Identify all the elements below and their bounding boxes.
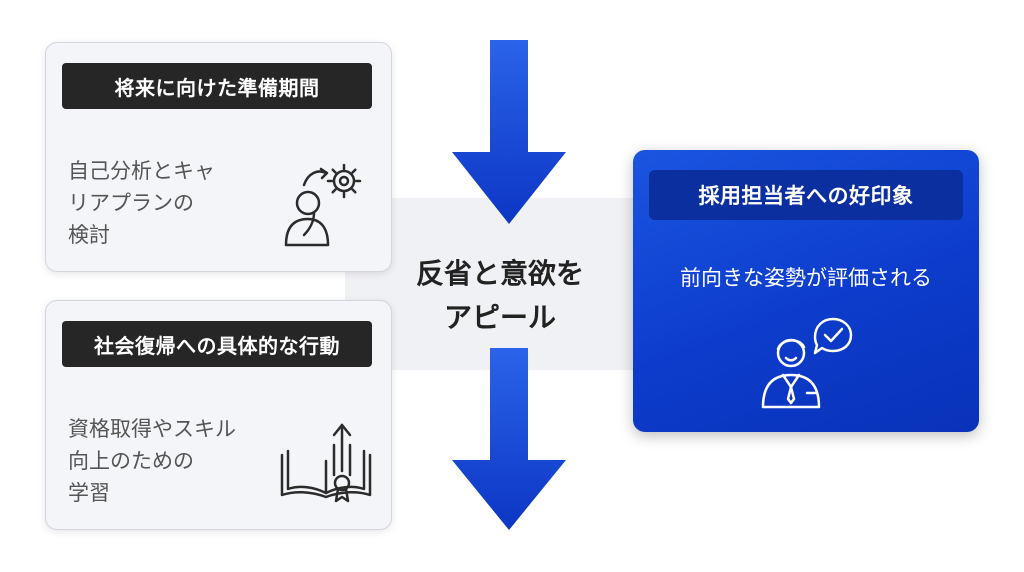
- card-title: 将来に向けた準備期間: [62, 63, 372, 109]
- down-arrow-bottom: [452, 348, 566, 530]
- result-description: 前向きな姿勢が評価される: [680, 266, 932, 290]
- card-description: 自己分析とキャ リアプランの 検討: [68, 155, 258, 251]
- preparation-card: 将来に向けた準備期間 自己分析とキャ リアプランの 検討: [45, 42, 392, 272]
- person-thinking-gear-icon: [284, 163, 362, 247]
- center-line: アピール: [443, 301, 556, 334]
- card-description: 資格取得やスキル 向上のための 学習: [68, 413, 258, 509]
- card-desc-line: 学習: [68, 481, 110, 505]
- result-card: 採用担当者への好印象 前向きな姿勢が評価される: [633, 150, 979, 432]
- card-desc-line: 検討: [68, 223, 110, 247]
- card-title: 社会復帰への具体的な行動: [62, 321, 372, 367]
- center-message: 反省と意欲を アピール: [390, 252, 610, 340]
- card-desc-line: 資格取得やスキル: [68, 417, 236, 441]
- card-desc-line: リアプランの: [68, 191, 194, 215]
- result-title: 採用担当者への好印象: [649, 170, 963, 220]
- action-card: 社会復帰への具体的な行動 資格取得やスキル 向上のための 学習: [45, 300, 392, 530]
- card-desc-line: 自己分析とキャ: [68, 159, 215, 183]
- book-growth-arrow-icon: [280, 423, 372, 503]
- center-line: 反省と意欲を: [415, 257, 584, 290]
- businessman-check-icon: [761, 317, 853, 409]
- card-desc-line: 向上のための: [68, 449, 194, 473]
- center-band: [345, 198, 655, 370]
- down-arrow-top: [452, 40, 566, 224]
